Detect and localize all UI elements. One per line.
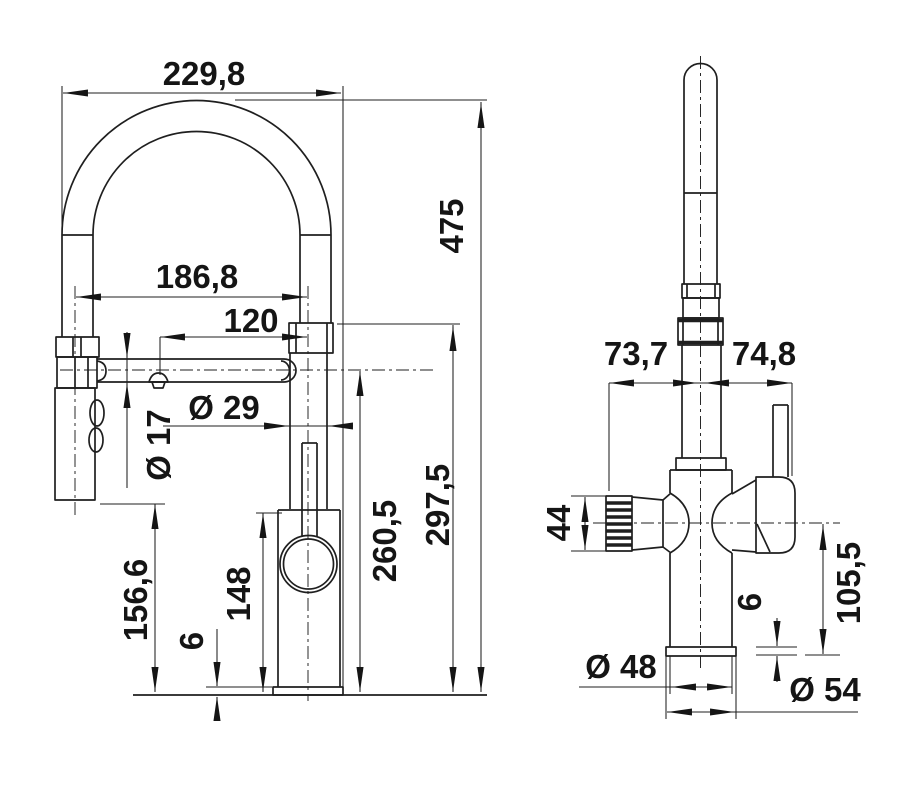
column [288,322,334,509]
spray-head [54,336,107,501]
dim-flange-height: 6 [731,593,797,682]
dim-spray-clearance: 156,6 [100,503,165,692]
dim-total-width-label: 229,8 [163,55,246,92]
dim-column-diameter-label: Ø 29 [188,389,260,426]
aerator-nozzle [148,372,169,383]
spray-button [88,427,104,453]
dim-base-diameter: Ø 54 [667,671,861,716]
hose-outer-arc [61,99,332,236]
spray-hose-side [675,62,727,471]
front-view: 229,8 475 186,8 120 [54,55,487,721]
aerator-nozzle-lip [151,381,166,389]
side-view: 73,7 74,8 44 105,5 6 [540,56,867,719]
dim-nozzle-offset-label: 120 [223,302,278,339]
hose-arch [61,99,332,337]
dim-body-diameter: Ø 48 [579,648,732,691]
side-body [665,469,737,719]
dim-knob-height: 44 [540,495,609,552]
neck-flange [675,457,727,471]
spout-arm-end-cap-inner [280,360,291,381]
dim-body-height: 148 [220,512,282,692]
lever-mount-edge [756,523,771,553]
centerlines-front [60,286,433,701]
dim-spout-tube-diameter: Ø 17 [123,332,177,488]
dim-holder-top-height: 297,5 [337,323,460,692]
dim-holder-top-height-label: 297,5 [419,464,456,547]
dim-spout-reach: 186,8 [76,258,307,301]
dim-body-height-label: 148 [220,566,257,621]
body-waist [711,492,733,554]
lever-handle [731,404,796,554]
dim-body-diameter-label: Ø 48 [585,648,657,685]
dim-flange-height-label: 6 [731,593,768,611]
head-step [682,297,720,319]
dim-side-outlet-height: 105,5 [805,524,867,656]
filter-knob [605,492,672,554]
dim-side-outlet-height-label: 105,5 [830,542,867,625]
dim-base-diameter-label: Ø 54 [789,671,861,708]
dim-spout-centre-height-label: 260,5 [366,500,403,583]
mount-connector [731,549,757,553]
hose-inner-arc [92,130,301,236]
spray-head-holder [56,356,98,389]
dim-base-plate-height-label: 6 [173,632,210,650]
dim-offset-back-label: 74,8 [732,335,796,372]
dim-spout-centre-height: 260,5 [356,371,403,692]
centerlines-side [593,56,840,668]
dim-base-plate-height: 6 [173,629,272,721]
base-flange [665,646,737,657]
dim-offset-front-label: 73,7 [604,335,668,372]
spray-head-nut [55,336,100,358]
mount-connector [731,479,757,495]
dim-total-width: 229,8 [61,55,344,691]
dim-spout-tube-diameter-label: Ø 17 [140,409,177,481]
dim-total-height: 475 [235,99,487,692]
body-front [133,442,487,696]
dim-knob-height-label: 44 [540,504,577,541]
lever-joint-front [279,534,338,594]
dim-nozzle-offset: 120 [159,302,307,375]
knob-connector-tick [662,546,672,554]
lever-joint-front-inner [282,538,335,590]
dim-spout-reach-label: 186,8 [156,258,239,295]
dim-offsets: 73,7 74,8 [604,335,796,491]
spout-arm [97,358,297,389]
dim-spray-clearance-label: 156,6 [117,559,154,642]
knob-connector-tick [662,492,672,501]
lever-mount [755,476,796,554]
holder-fillet [96,360,107,382]
spout-arm-end-cap [283,358,297,383]
spray-button [89,399,105,427]
dim-total-height-label: 475 [433,198,470,253]
dim-column-diameter: Ø 29 [163,389,353,430]
knob-connector [631,496,664,551]
